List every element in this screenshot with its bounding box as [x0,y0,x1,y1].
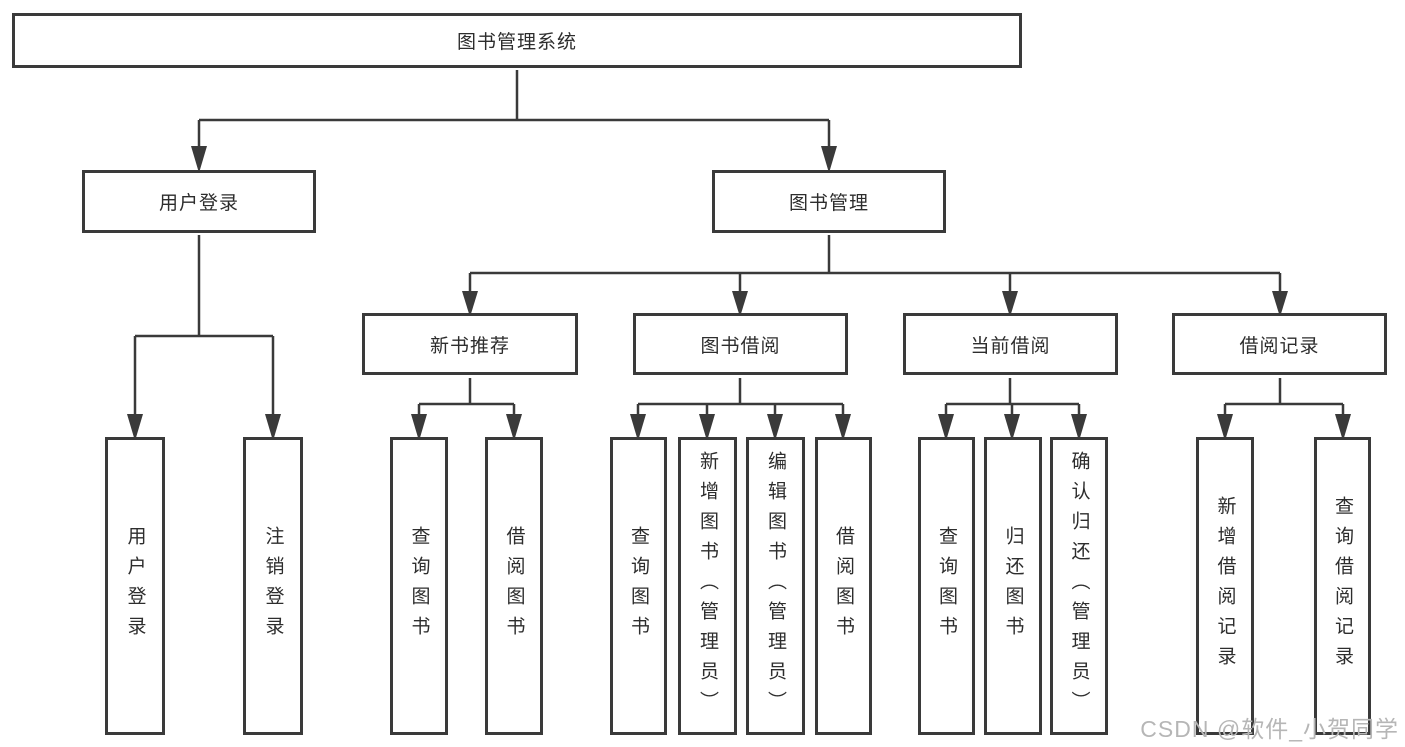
section-label: 图书借阅 [700,335,781,357]
csdn-watermark: CSDN @软件_小贺同学 [1140,716,1399,742]
node-book-borrow: 图书借阅 [633,313,848,375]
leaf-user-login: 用户登录 [105,437,165,735]
section-label: 新书推荐 [429,335,510,357]
node-book-management-label: 图书管理 [788,193,869,214]
leaf-add-books-admin: 新增图书（管理员） [678,437,737,735]
leaf-label: 查询图书 [628,526,649,646]
node-book-management: 图书管理 [712,170,946,233]
node-user-login: 用户登录 [82,170,316,233]
leaf-label: 编辑图书（管理员） [765,451,786,721]
leaf-label: 借阅图书 [833,526,854,646]
leaf-confirm-return-admin: 确认归还（管理员） [1050,437,1108,735]
leaf-label: 归还图书 [1002,526,1024,646]
node-new-book-recommend: 新书推荐 [362,313,578,375]
leaf-borrow-books-recommend: 借阅图书 [485,437,543,735]
node-user-login-label: 用户登录 [158,193,239,214]
leaf-add-borrow-record: 新增借阅记录 [1196,437,1254,735]
leaf-query-books-borrow: 查询图书 [610,437,667,735]
leaf-label: 注销登录 [262,526,284,646]
node-root-label: 图书管理系统 [456,32,577,53]
leaf-query-borrow-record: 查询借阅记录 [1314,437,1371,735]
leaf-label: 借阅图书 [503,526,525,646]
leaf-query-books-current: 查询图书 [918,437,975,735]
leaf-label: 用户登录 [124,526,146,646]
leaf-label: 查询图书 [408,526,430,646]
node-root-system: 图书管理系统 [12,13,1022,68]
node-current-borrow: 当前借阅 [903,313,1118,375]
section-label: 当前借阅 [970,335,1051,357]
leaf-label: 查询图书 [936,526,957,646]
leaf-logout: 注销登录 [243,437,303,735]
leaf-borrow-books: 借阅图书 [815,437,872,735]
leaf-label: 新增借阅记录 [1214,496,1236,676]
section-label: 借阅记录 [1239,335,1320,357]
arrowhead-icons [127,146,1351,441]
leaf-label: 查询借阅记录 [1332,496,1353,676]
leaf-edit-books-admin: 编辑图书（管理员） [746,437,805,735]
leaf-return-books: 归还图书 [984,437,1042,735]
leaf-label: 确认归还（管理员） [1068,451,1090,721]
leaf-query-books-recommend: 查询图书 [390,437,448,735]
node-borrow-records: 借阅记录 [1172,313,1387,375]
connector-lines [133,70,1345,416]
leaf-label: 新增图书（管理员） [697,451,718,721]
